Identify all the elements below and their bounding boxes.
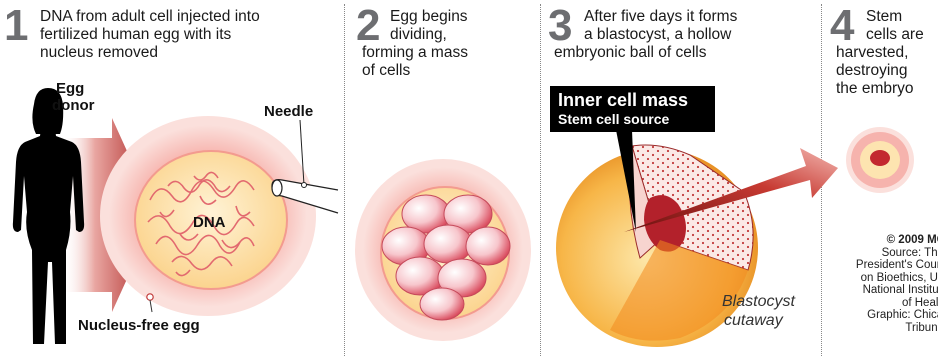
credit-line: President's Council: [824, 259, 938, 272]
blastocyst-cutaway-line: cutaway: [722, 311, 795, 330]
nucleus-free-egg-label: Nucleus-free egg: [78, 317, 200, 334]
nucleus-pointer-dot: [147, 294, 153, 300]
credit-line: on Bioethics, U.S.: [824, 272, 938, 285]
credit-line: Source: The: [824, 247, 938, 260]
copyright-label: © 2009 MCT: [824, 234, 938, 247]
needle-label: Needle: [264, 103, 313, 120]
credit-line: Tribune: [824, 322, 938, 335]
blastocyst-cutaway-line: Blastocyst: [722, 292, 795, 311]
stem-cell-source-label: Stem cell source: [558, 111, 715, 128]
inner-cell-mass-label: Inner cell mass: [558, 86, 715, 111]
blastocyst-cutaway-label: Blastocyst cutaway: [722, 292, 795, 330]
egg-donor-label-line: donor: [52, 97, 95, 114]
egg-donor-label: Egg donor: [52, 80, 95, 114]
credit-line: of Health: [824, 297, 938, 310]
egg-label-line: [150, 300, 152, 312]
egg-donor-label-line: Egg: [52, 80, 95, 97]
inner-cell-mass-callout: Inner cell mass Stem cell source: [550, 86, 715, 132]
stem-cell-nucleus: [870, 150, 890, 166]
credits-block: © 2009 MCT Source: The President's Counc…: [824, 234, 938, 334]
credit-line: National Institutes: [824, 284, 938, 297]
credit-line: Graphic: Chicago: [824, 309, 938, 322]
dna-label: DNA: [193, 214, 226, 231]
